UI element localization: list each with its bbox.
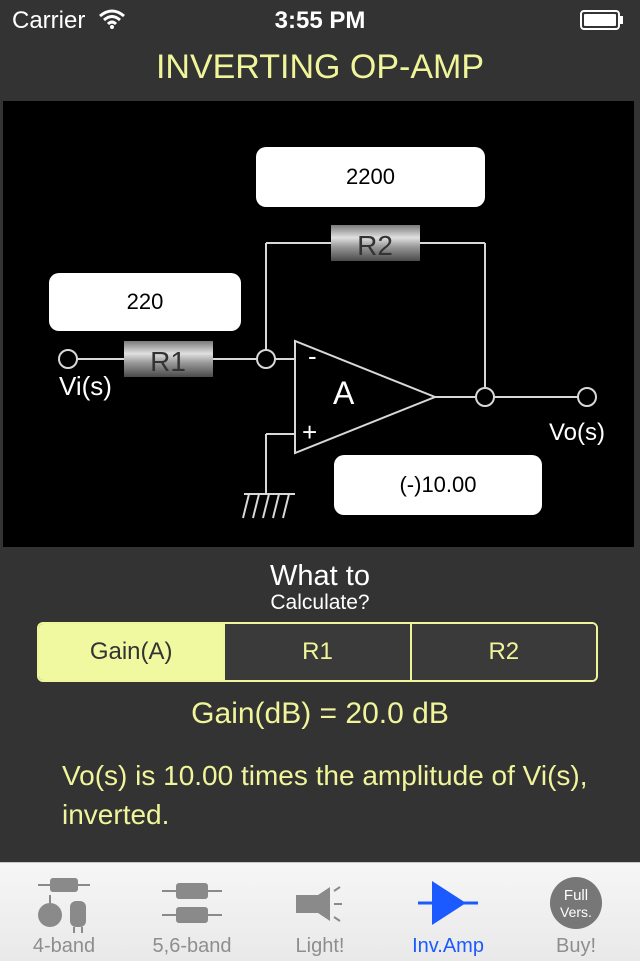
r1-label: R1 [150,346,186,377]
segment-r1[interactable]: R1 [223,624,410,680]
r1-resistor [124,341,213,377]
tab-buy-label: Buy! [555,935,597,957]
tab-inv-amp-label: Inv.Amp [412,935,484,957]
tab-4-band-label: 4-band [32,935,96,957]
resistor-56band-icon [162,883,222,923]
calculate-segmented-control: Gain(A) R1 R2 [37,622,598,682]
op-amp-icon [418,881,478,925]
tab-56-band-label: 5,6-band [152,935,232,957]
circuit-wires [77,242,578,495]
op-amp-schematic: R1 R2 - + Vi(s) Vo(s) A 2200 220 (-)10.0… [3,101,634,547]
tab-buy[interactable]: Full Vers. Buy! [512,863,640,961]
plus-sign: + [302,417,317,447]
carrier-label: Carrier [12,7,86,34]
r2-resistor [331,225,420,261]
wifi-icon [99,9,125,29]
vers-text: Vers. [560,904,592,920]
gain-value-field[interactable]: (-)10.00 [334,455,542,515]
r2-label: R2 [357,230,393,261]
tab-light-label: Light! [295,935,345,957]
gain-db-readout: Gain(dB) = 20.0 dB [191,697,449,730]
tab-bar: 4-band 5,6-band Light! Inv.Amp Full [0,862,640,961]
full-version-icon: Full Vers. [550,877,602,929]
flashlight-icon [296,886,342,922]
op-amp-triangle [294,339,438,455]
clock: 3:55 PM [274,7,366,34]
ground-symbol [242,493,290,519]
status-bar: Carrier 3:55 PM [0,0,640,40]
tab-4-band[interactable]: 4-band [0,863,128,961]
page-title: INVERTING OP-AMP [155,48,485,86]
question-line1: What to [270,560,370,592]
amp-gain-label: A [333,375,355,411]
segment-r2[interactable]: R2 [409,624,596,680]
resistor-4band-icon [38,878,90,933]
vi-label: Vi(s) [59,371,112,401]
tab-inv-amp[interactable]: Inv.Amp [384,863,512,961]
vo-label: Vo(s) [549,419,606,446]
terminals [58,349,597,407]
r2-value-field[interactable]: 2200 [256,147,485,207]
circuit-diagram: R1 R2 - + [58,225,597,519]
r1-value-field[interactable]: 220 [49,273,241,331]
tab-light[interactable]: Light! [256,863,384,961]
battery-icon [580,10,623,30]
minus-sign: - [308,341,317,371]
full-text: Full [564,887,588,904]
tab-56-band[interactable]: 5,6-band [128,863,256,961]
question-line2: Calculate? [270,591,370,614]
segment-gain[interactable]: Gain(A) [39,624,224,680]
result-description: Vo(s) is 10.00 times the amplitude of Vi… [62,760,588,830]
